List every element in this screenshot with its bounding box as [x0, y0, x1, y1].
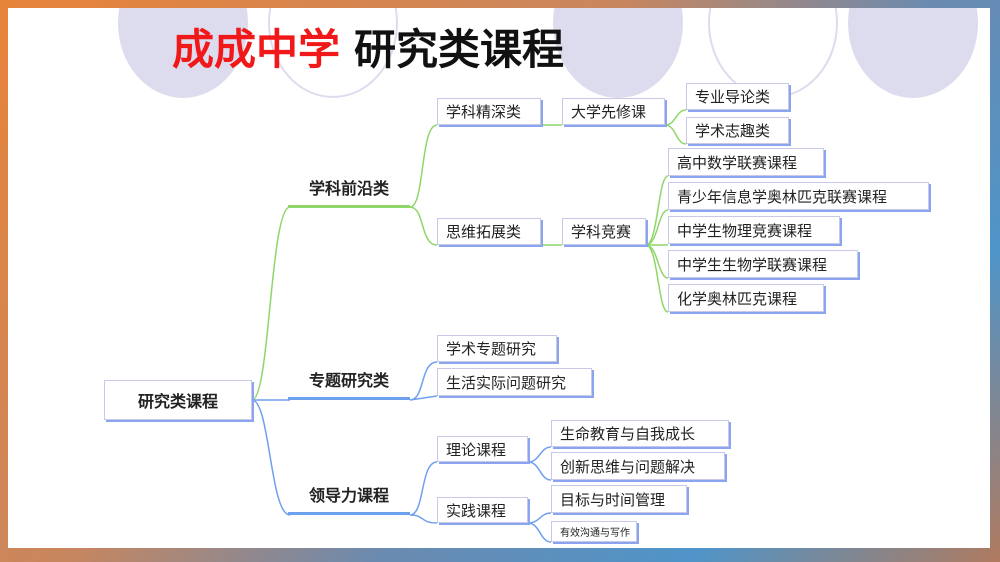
node-deep[interactable]: 学科精深类 — [437, 98, 541, 125]
node-practice[interactable]: 实践课程 — [437, 497, 528, 523]
node-competition[interactable]: 学科竞赛 — [562, 218, 646, 245]
list-item[interactable]: 目标与时间管理 — [551, 485, 687, 513]
list-item[interactable]: 化学奥林匹克课程 — [668, 284, 824, 312]
root-node[interactable]: 研究类课程 — [104, 380, 252, 420]
list-item[interactable]: 学术专题研究 — [437, 335, 557, 362]
node-theory[interactable]: 理论课程 — [437, 436, 528, 462]
node-pre-university[interactable]: 大学先修课 — [562, 98, 665, 125]
school-name: 成成中学 — [172, 25, 341, 74]
list-item[interactable]: 创新思维与问题解决 — [551, 452, 725, 480]
list-item[interactable]: 有效沟通与写作 — [551, 521, 637, 542]
list-item[interactable]: 青少年信息学奥林匹克联赛课程 — [668, 182, 929, 210]
list-item[interactable]: 高中数学联赛课程 — [668, 148, 824, 176]
list-item[interactable]: 生命教育与自我成长 — [551, 420, 729, 447]
list-item[interactable]: 学术志趣类 — [686, 117, 789, 144]
page-title: 成成中学研究类课程 — [172, 16, 564, 77]
list-item[interactable]: 生活实际问题研究 — [437, 368, 592, 396]
node-frontier[interactable]: 学科前沿类 — [288, 168, 410, 208]
node-topic[interactable]: 专题研究类 — [288, 360, 410, 400]
list-item[interactable]: 中学生生物学联赛课程 — [668, 250, 858, 278]
title-subject: 研究类课程 — [354, 25, 565, 74]
node-leadership[interactable]: 领导力课程 — [288, 475, 410, 515]
node-thinking[interactable]: 思维拓展类 — [437, 218, 541, 245]
list-item[interactable]: 中学生物理竞赛课程 — [668, 216, 840, 244]
list-item[interactable]: 专业导论类 — [686, 83, 789, 110]
